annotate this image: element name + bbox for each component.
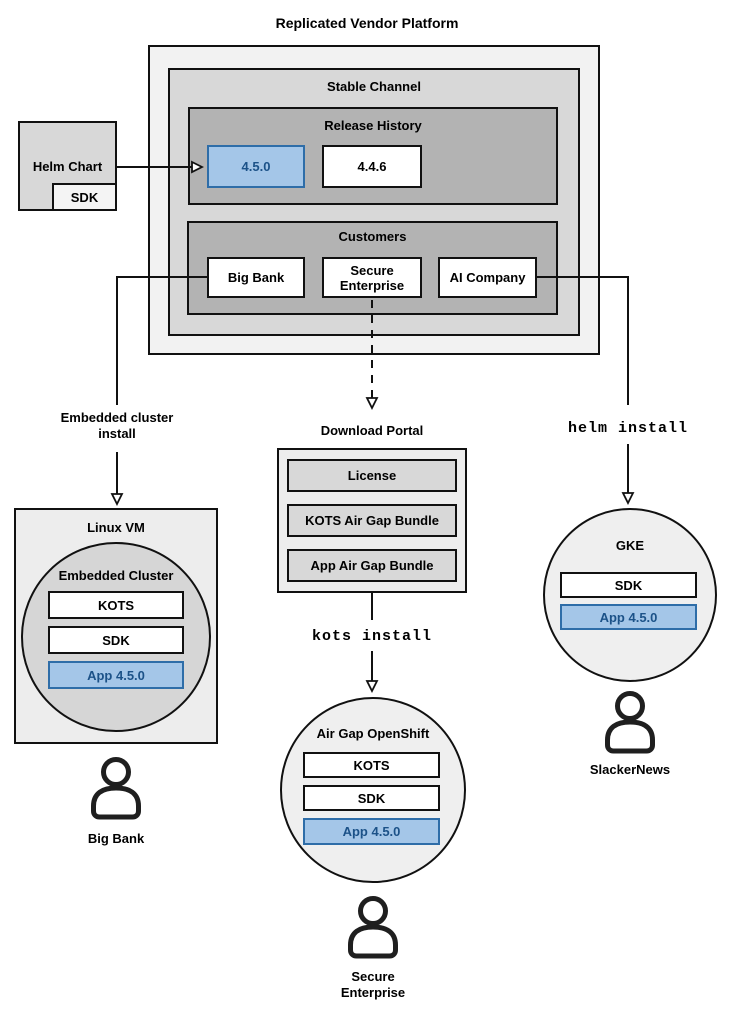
customer-secure-enterprise: Secure Enterprise [322, 257, 422, 298]
slackernews-user-label: SlackerNews [589, 762, 671, 777]
release-history-label: Release History [324, 118, 422, 133]
download-portal-label: Download Portal [320, 423, 424, 438]
middle-app-box: App 4.5.0 [303, 818, 440, 845]
embedded-cluster-install-label: Embedded cluster install [60, 410, 174, 441]
left-app-box: App 4.5.0 [48, 661, 184, 689]
airgap-openshift-label: Air Gap OpenShift [316, 726, 430, 741]
license-box: License [287, 459, 457, 492]
big-bank-user-icon [91, 757, 141, 820]
app-airgap-bundle-box: App Air Gap Bundle [287, 549, 457, 582]
embedded-cluster-label: Embedded Cluster [58, 568, 174, 583]
left-sdk-box: SDK [48, 626, 184, 654]
left-kots-box: KOTS [48, 591, 184, 619]
big-bank-user-label: Big Bank [87, 831, 145, 846]
helm-chart-sdk-box: SDK [52, 183, 117, 211]
customers-label: Customers [338, 229, 407, 244]
diagram-title: Replicated Vendor Platform [275, 15, 459, 31]
stable-channel-label: Stable Channel [327, 79, 421, 94]
release-box-4-4-6: 4.4.6 [322, 145, 422, 188]
slackernews-user-icon [605, 691, 655, 754]
middle-kots-box: KOTS [303, 752, 440, 778]
middle-sdk-box: SDK [303, 785, 440, 811]
right-app-box: App 4.5.0 [560, 604, 697, 630]
kots-install-label: kots install [311, 628, 433, 645]
right-sdk-box: SDK [560, 572, 697, 598]
kots-airgap-bundle-box: KOTS Air Gap Bundle [287, 504, 457, 537]
linux-vm-label: Linux VM [87, 520, 145, 535]
gke-label: GKE [615, 538, 645, 553]
customer-big-bank: Big Bank [207, 257, 305, 298]
release-box-4-5-0: 4.5.0 [207, 145, 305, 188]
customer-ai-company: AI Company [438, 257, 537, 298]
helm-install-label: helm install [567, 420, 689, 437]
secure-enterprise-user-label: Secure Enterprise [340, 969, 406, 1000]
secure-enterprise-user-icon [348, 896, 398, 959]
